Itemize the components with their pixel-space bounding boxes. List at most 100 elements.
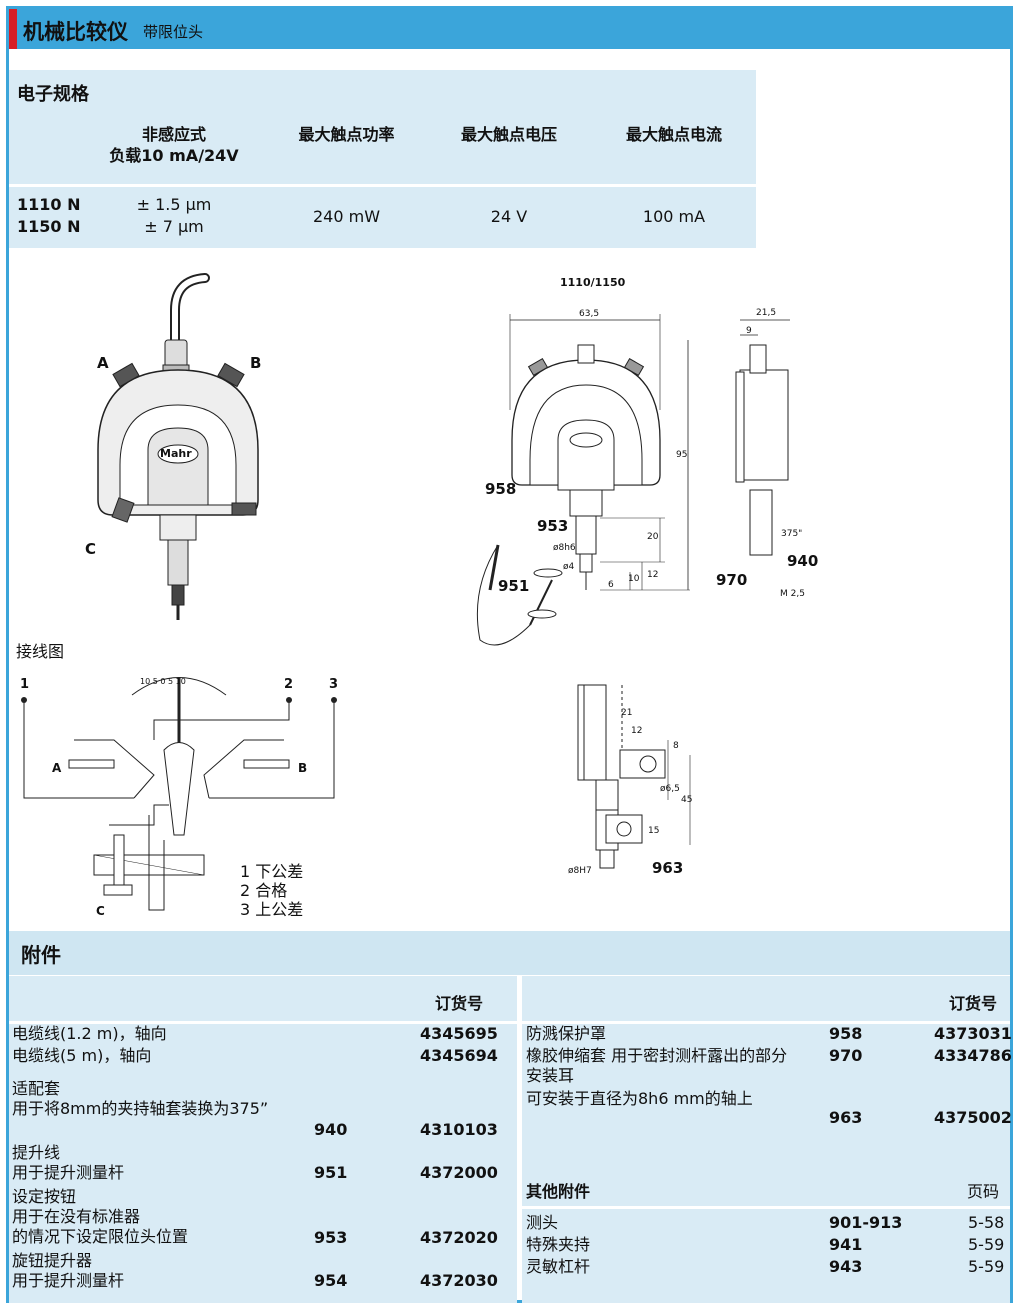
acc-left-4-name: 提升线: [12, 1143, 61, 1162]
dim-8h6: ø8h6: [553, 543, 576, 553]
spec-current: 100 mA: [642, 207, 706, 226]
acc-right-0-name: 防溅保护罩: [526, 1024, 607, 1043]
acc-left-1-name: 电缆线(5 m)，轴向: [12, 1046, 152, 1065]
dim-95: 95: [676, 450, 688, 460]
wiring-label-b: B: [298, 761, 308, 775]
spec-col3-header: 最大触点电压: [460, 125, 557, 144]
spec-separator: [9, 184, 756, 187]
wiring-scale: 10 5 0 5 10: [140, 677, 186, 686]
acc-left-6-name: 设定按钮: [12, 1187, 77, 1206]
model-title: 1110/1150: [560, 276, 626, 289]
acc-left-3-order: 4310103: [420, 1120, 498, 1139]
tolerance-2: ± 7 µm: [144, 217, 204, 236]
acc-left-9-name: 旋钮提升器: [12, 1251, 93, 1270]
page-label: 页码: [967, 1182, 1000, 1201]
other-0-page: 5-58: [968, 1213, 1005, 1232]
acc-right-1-name: 橡胶伸缩套 用于密封测杆露出的部分: [526, 1046, 788, 1065]
acc-right-4-order: 4375002: [934, 1108, 1012, 1127]
label-a: A: [97, 354, 109, 372]
other-1-page: 5-59: [968, 1235, 1005, 1254]
dim-4: ø4: [563, 562, 575, 572]
part-958: 958: [485, 480, 517, 498]
part-940: 940: [787, 552, 819, 570]
acc-right-3-name: 可安装于直径为8h6 mm的轴上: [526, 1089, 753, 1108]
acc-right-1-code: 970: [829, 1046, 863, 1065]
wiring-terminal-3: 3: [329, 677, 339, 692]
accessories-title: 附件: [21, 943, 61, 967]
legend-ok: 2 合格: [240, 881, 288, 900]
acc-right-4-code: 963: [829, 1108, 863, 1127]
part-953: 953: [537, 517, 569, 535]
wiring-title: 接线图: [16, 642, 65, 661]
spec-tolerance: ± 1.5 µm ± 7 µm: [104, 194, 244, 238]
accessories-header: 附件: [9, 931, 1010, 975]
wiring-legend: 1 下公差 2 合格 3 上公差: [240, 862, 303, 919]
order-label-right: 订货号: [949, 994, 998, 1013]
other-2-name: 灵敏杠杆: [526, 1257, 591, 1276]
dim-m2-5: M 2,5: [780, 589, 805, 599]
spec-col4-header: 最大触点电流: [625, 125, 722, 144]
other-2-page: 5-59: [968, 1257, 1005, 1276]
acc-left-8-order: 4372020: [420, 1228, 498, 1247]
legend-upper: 3 上公差: [240, 900, 304, 919]
dim-8h7: ø8H7: [568, 866, 592, 876]
dim-12: 12: [647, 570, 659, 580]
red-marker: [9, 9, 17, 49]
spec-models: 1110 N 1150 N: [17, 194, 81, 238]
spec-power: 240 mW: [312, 207, 381, 226]
acc-left-3-name: 用于将8mm的夹持轴套装换为375”: [12, 1099, 269, 1118]
tolerance-1: ± 1.5 µm: [136, 195, 212, 214]
spec-title: 电子规格: [17, 84, 89, 105]
dim-21-5: 21,5: [756, 308, 777, 318]
acc-right-0-code: 958: [829, 1024, 863, 1043]
spec-table: 电子规格 非感应式 负载10 mA/24V 最大触点功率 最大触点电压 最大触点…: [9, 70, 756, 248]
wiring-label-a: A: [52, 761, 62, 775]
acc-left-10-code: 954: [314, 1271, 348, 1290]
dim-6: 6: [608, 580, 614, 590]
dim-375: 375": [781, 529, 803, 539]
part-951: 951: [498, 577, 530, 595]
acc-left-3-code: 940: [314, 1120, 348, 1139]
dim-20: 20: [647, 532, 659, 542]
accessories-left-panel: 订货号: [9, 976, 517, 1303]
wiring-terminal-2: 2: [284, 677, 294, 692]
right-separator: [522, 1021, 1010, 1024]
wiring-label-c: C: [96, 904, 105, 918]
other-1-code: 941: [829, 1235, 863, 1254]
page-subtitle: 带限位头: [143, 23, 204, 41]
acc-left-2-name: 适配套: [12, 1079, 61, 1098]
wiring-diagram: [21, 677, 337, 911]
dim-15: 15: [648, 826, 660, 836]
part-963: 963: [652, 859, 684, 877]
other-accessories-title: 其他附件: [526, 1182, 591, 1201]
acc-left-5-order: 4372000: [420, 1163, 498, 1182]
brand-logo-left: Mahr: [160, 447, 192, 460]
label-b: B: [250, 354, 262, 372]
acc-left-10-name: 用于提升测量杆: [12, 1271, 125, 1290]
acc-left-1-order: 4345694: [420, 1046, 498, 1065]
other-0-name: 测头: [526, 1213, 559, 1232]
spec-col1-line1: 非感应式: [141, 125, 206, 144]
dim-9: 9: [746, 326, 752, 336]
model-1150: 1150 N: [17, 217, 81, 236]
mounting-ear-drawing: [577, 684, 691, 869]
other-2-code: 943: [829, 1257, 863, 1276]
wiring-terminal-1: 1: [20, 677, 30, 692]
dim-8: 8: [673, 741, 679, 751]
dim-63-5: 63,5: [579, 309, 600, 319]
page-title: 机械比较仪: [23, 20, 128, 44]
dim-12b: 12: [631, 726, 643, 736]
other-0-code: 901-913: [829, 1213, 903, 1232]
legend-lower: 1 下公差: [240, 862, 304, 881]
acc-left-8-code: 953: [314, 1228, 348, 1247]
dim-6-5: ø6,5: [660, 784, 680, 794]
acc-right-1-order: 4334786: [934, 1046, 1012, 1065]
acc-left-0-order: 4345695: [420, 1024, 498, 1043]
dim-45: 45: [681, 795, 693, 805]
spec-col2-header: 最大触点功率: [298, 125, 395, 144]
acc-right-0-order: 4373031: [934, 1024, 1012, 1043]
model-1110: 1110 N: [17, 195, 81, 214]
dim-21: 21: [621, 708, 633, 718]
spec-col1-header: 非感应式 负载10 mA/24V: [99, 124, 249, 166]
other-1-name: 特殊夹持: [526, 1235, 591, 1254]
